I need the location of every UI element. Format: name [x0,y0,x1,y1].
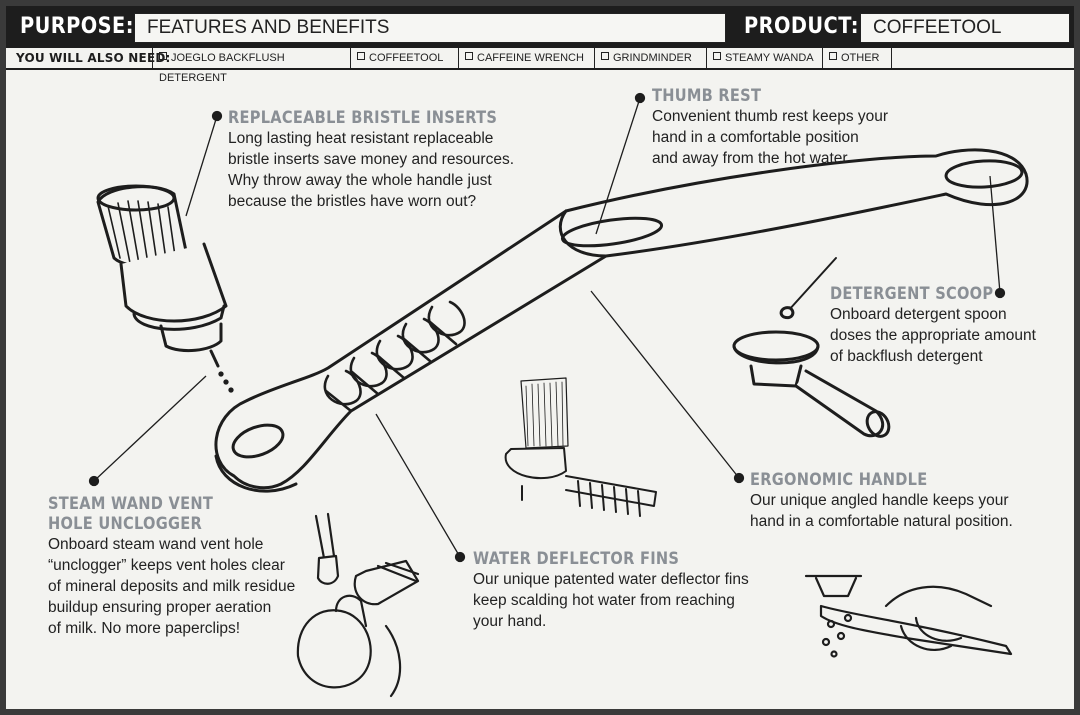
also-need-row: YOU WILL ALSO NEED: JOEGLO BACKFLUSH DET… [6,46,1074,84]
need-item-label: COFFEETOOL [369,52,444,64]
fins-closeup [504,377,657,517]
thumb-dot [634,92,646,104]
ergonomic-body: Our unique angled handle keeps your hand… [750,492,1013,530]
coffeetool-illustration [88,92,1029,698]
header-bar: PURPOSE: FEATURES AND BENEFITS PRODUCT: … [6,6,1074,46]
scoop-title: DETERGENT SCOOP [830,284,994,304]
leader-lines [88,92,1006,563]
hand-with-tool [804,574,1013,658]
checkbox-icon [465,52,473,60]
callout-steam-wand: STEAM WAND VENT HOLE UNCLOGGER Onboard s… [48,494,295,639]
callout-bristle-inserts: REPLACEABLE BRISTLE INSERTS Long lasting… [228,108,541,212]
need-item-joeglo: JOEGLO BACKFLUSH DETERGENT [152,48,350,84]
bristle-title: REPLACEABLE BRISTLE INSERTS [228,108,498,128]
purpose-field: FEATURES AND BENEFITS [134,13,726,43]
fins-title: WATER DEFLECTOR FINS [473,549,680,569]
fins-body: Our unique patented water deflector fins… [473,571,749,630]
callout-thumb-rest: THUMB REST Convenient thumb rest keeps y… [652,86,888,169]
purpose-label: PURPOSE: [20,14,134,39]
bristle-insert [96,184,228,368]
deflector-fins [323,300,466,413]
checkbox-icon [357,52,365,60]
purpose-value: FEATURES AND BENEFITS [147,17,390,38]
ergonomic-dot [733,472,745,484]
need-item-label: GRINDMINDER [613,52,692,64]
steam-dot [88,475,100,487]
product-field: COFFEETOOL [860,13,1070,43]
need-item-coffeetool: COFFEETOOL [350,48,458,68]
thumb-title: THUMB REST [652,86,762,106]
steam-body: Onboard steam wand vent hole “unclogger”… [48,536,296,637]
thumb-body: Convenient thumb rest keeps your hand in… [652,108,889,167]
product-value: COFFEETOOL [873,17,1002,38]
need-item-label: CAFFEINE WRENCH [477,52,584,64]
need-item-caffeine-wrench: CAFFEINE WRENCH [458,48,594,68]
need-item-steamy-wanda: STEAMY WANDA [706,48,822,68]
checkbox-icon [159,52,167,60]
portafilter [732,257,891,438]
fins-dot [454,551,466,563]
checkbox-icon [713,52,721,60]
checkbox-icon [829,52,837,60]
product-label: PRODUCT: [744,14,859,39]
bristle-dot [211,110,223,122]
need-item-grindminder: GRINDMINDER [594,48,706,68]
need-item-label: STEAMY WANDA [725,52,814,64]
coffeetool-handle [214,148,1029,493]
steam-title-line2: HOLE UNCLOGGER [48,514,202,534]
checkbox-icon [601,52,609,60]
scoop-body: Onboard detergent spoon doses the approp… [830,306,1036,365]
feature-card: PURPOSE: FEATURES AND BENEFITS PRODUCT: … [6,6,1074,709]
callout-detergent-scoop: DETERGENT SCOOP Onboard detergent spoon … [830,284,1036,367]
need-item-other: OTHER [822,48,892,68]
steam-title-line1: STEAM WAND VENT [48,494,214,514]
bristle-body: Long lasting heat resistant replaceable … [228,130,515,210]
callout-ergonomic-handle: ERGONOMIC HANDLE Our unique angled handl… [750,470,1013,532]
need-item-label: OTHER [841,52,880,64]
callout-deflector-fins: WATER DEFLECTOR FINS Our unique patented… [473,549,749,632]
steam-wand-unclogger [296,512,420,698]
ergonomic-title: ERGONOMIC HANDLE [750,470,928,490]
scoop-dot [994,287,1006,299]
need-item-label: JOEGLO BACKFLUSH DETERGENT [159,52,285,84]
also-need-label: YOU WILL ALSO NEED: [16,51,171,65]
